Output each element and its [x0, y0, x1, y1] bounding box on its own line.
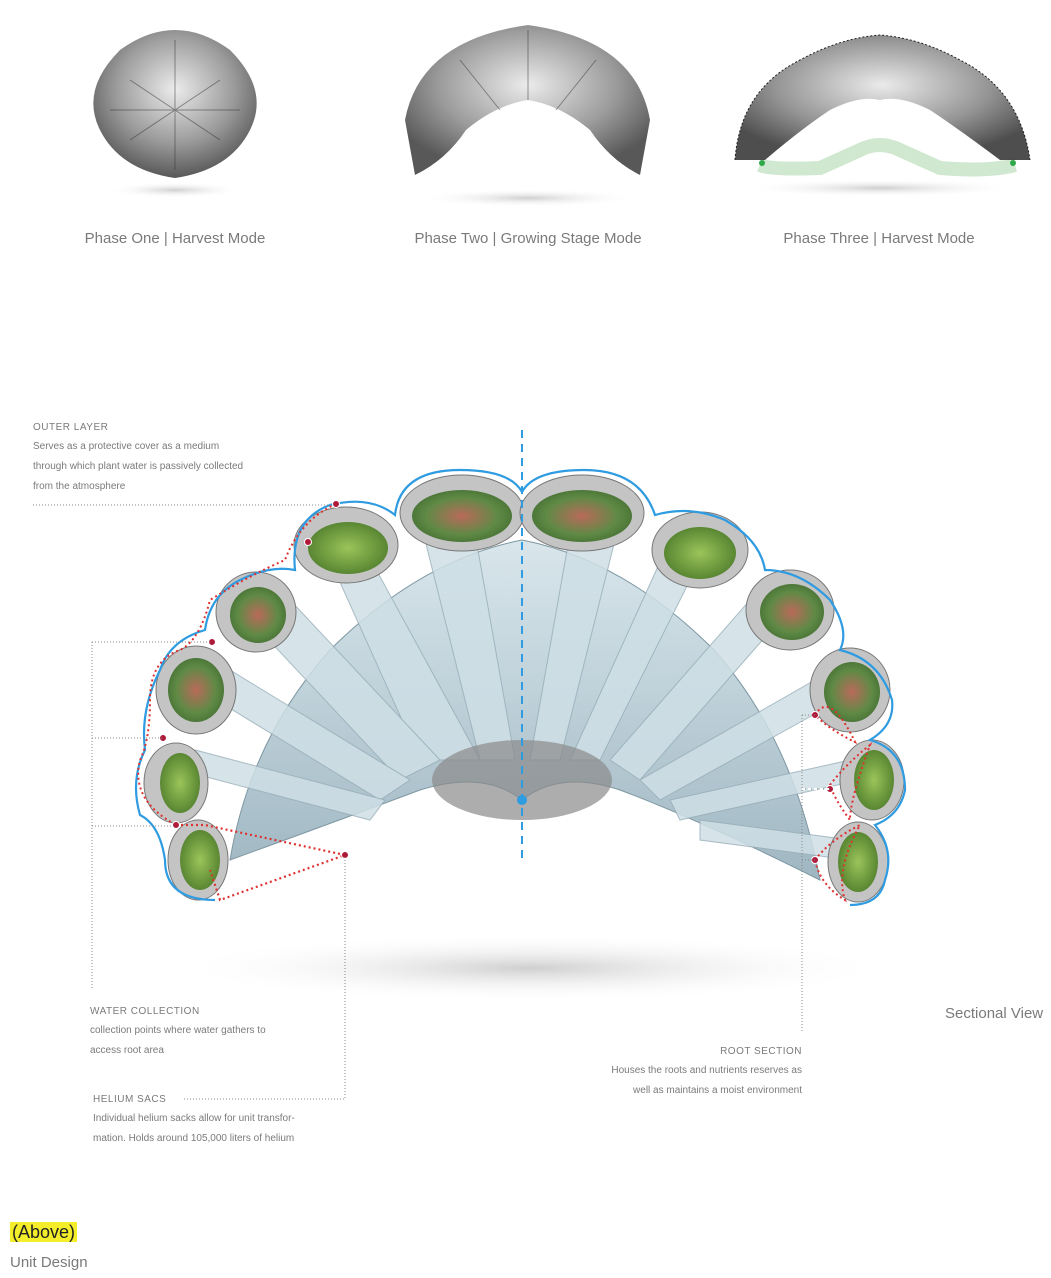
sectional-view-illustration [134, 430, 907, 1002]
planter-pods-right [519, 474, 905, 903]
water-collection-line: access root area [90, 1045, 164, 1056]
root-section-line: well as maintains a moist environment [633, 1085, 802, 1096]
phase-two-caption: Phase Two | Growing Stage Mode [414, 230, 642, 247]
phase-one-caption: Phase One | Harvest Mode [84, 230, 266, 247]
outer-layer-line: through which plant water is passively c… [33, 461, 244, 472]
outer-layer-line: Serves as a protective cover as a medium [33, 441, 220, 452]
above-tag: (Above) [10, 1222, 78, 1242]
helium-sacs-title: HELIUM SACS [93, 1094, 167, 1105]
planter-pods-left [143, 474, 525, 901]
figure-reference: (Above) [10, 1222, 78, 1243]
helium-sacs-line: Individual helium sacks allow for unit t… [93, 1113, 295, 1124]
phase-one-illustration [93, 30, 257, 198]
helium-sacs-callout: HELIUM SACS Individual helium sacks allo… [93, 1094, 353, 1149]
water-collection-line: collection points where water gathers to [90, 1025, 266, 1036]
root-section-title: ROOT SECTION [720, 1046, 802, 1057]
root-section-callout: ROOT SECTION Houses the roots and nutrie… [552, 1046, 802, 1101]
sectional-view-label: Sectional View [945, 1005, 1044, 1022]
water-collection-callout: WATER COLLECTION collection points where… [90, 1006, 350, 1061]
phase-three-caption: Phase Three | Harvest Mode [783, 230, 975, 247]
leader-lines [33, 504, 830, 1100]
phase-three-illustration [734, 34, 1031, 197]
root-section-line: Houses the roots and nutrients reserves … [611, 1065, 802, 1076]
outer-layer-callout: OUTER LAYER Serves as a protective cover… [33, 422, 333, 497]
phase-two-illustration [405, 25, 650, 207]
water-collection-title: WATER COLLECTION [90, 1006, 200, 1017]
outer-layer-line: from the atmosphere [33, 481, 126, 492]
outer-layer-title: OUTER LAYER [33, 422, 109, 433]
unit-design-caption: Unit Design [10, 1254, 88, 1271]
helium-sacs-line: mation. Holds around 105,000 liters of h… [93, 1133, 295, 1144]
